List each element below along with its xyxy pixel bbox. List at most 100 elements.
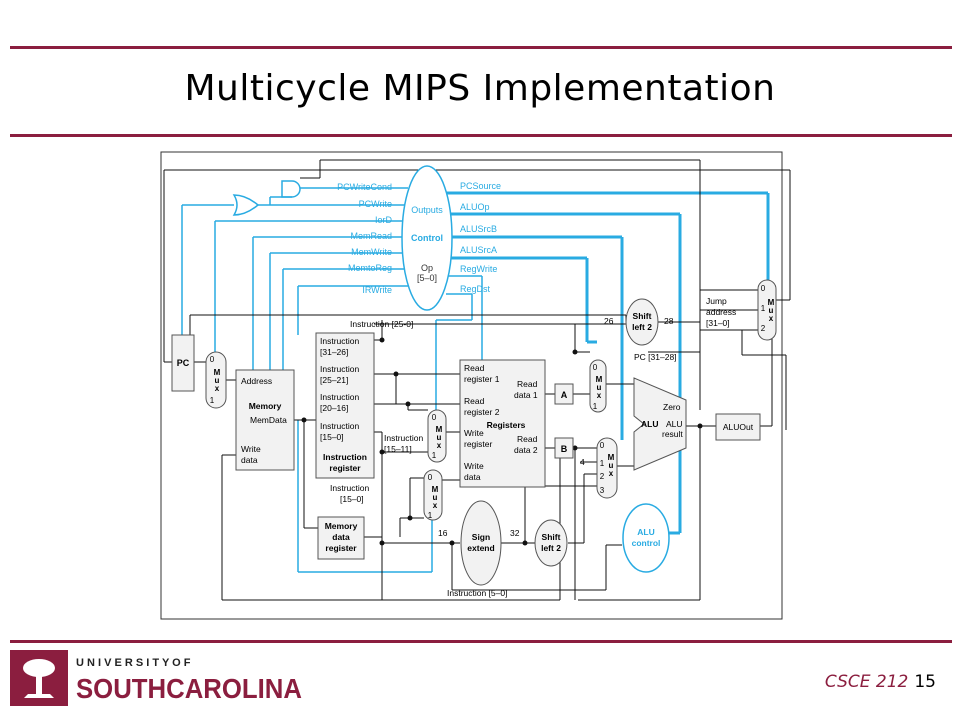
diagram-label: 16 [438,528,448,538]
diagram-label: ALUOut [723,422,754,432]
instruction-register [315,332,375,479]
control-labels-right: PCSource ALUOp ALUSrcB ALUSrcA RegWrite … [460,181,501,294]
diagram-label: u [433,493,438,502]
pc-register [171,334,195,392]
control-signal-lines [181,180,770,573]
control-op-label: Op [421,263,433,273]
b-register [554,437,574,459]
mux-regdst [427,409,447,463]
diagram-label: 0 [600,441,605,450]
course-code: CSCE 212 [824,672,909,692]
diagram-label: 2 [600,472,605,481]
diagram-label: Read [464,363,485,373]
diagram-label: Registers [487,420,526,430]
diagram-label: 0 [432,413,437,422]
diagram-label: MemWrite [351,247,392,257]
diagram-label: RegWrite [460,264,497,274]
diagram-label: x [433,501,438,510]
diagram-label: [25–21] [320,375,348,385]
diagram-label: data [464,472,481,482]
diagram-label: u [769,306,774,315]
diagram-label: Instruction [320,421,359,431]
diagram-label: x [597,391,602,400]
diagram-label: ALU [641,419,658,429]
diagram-label: Instruction [5–0] [447,588,507,598]
top-rule [10,46,952,49]
diagram-label: register [464,439,493,449]
diagram-label: register 1 [464,374,500,384]
diagram-label: [15–11] [384,444,412,454]
diagram-label: Instruction [320,336,359,346]
university-logo: U N I V E R S I T Y O F SOUTHCAROLINA [10,650,310,710]
slide-title: Multicycle MIPS Implementation [184,68,776,109]
pc-label: PC [177,358,190,368]
diagram-label: u [597,383,602,392]
diagram-label: x [215,384,220,393]
diagram-label: Write [464,461,484,471]
instr-25-0-label: Instruction [25-0] [350,319,413,329]
diagram-label: u [437,433,442,442]
logo-name: SOUTHCAROLINA [76,673,302,704]
diagram-label: left 2 [632,322,652,332]
diagram-label: u [609,461,614,470]
diagram-label: 1 [432,451,437,460]
shift-left-2-bottom [534,519,568,567]
diagram-label: PCSource [460,181,501,191]
diagram-label: Read [464,396,485,406]
diagram-label: [15–0] [320,432,344,442]
diagram-label: 3 [600,486,605,495]
diagram-label: MemtoReg [348,263,392,273]
diagram-label: Memory [325,521,358,531]
datapath-wires [163,159,791,601]
diagram-label: 1 [600,459,605,468]
control-op-bits: [5–0] [417,273,437,283]
sign-extend [460,500,502,586]
diagram-label: 0 [593,363,598,372]
diagram-label: Instruction [320,364,359,374]
diagram-label: MemData [250,415,287,425]
diagram-label: 0 [210,355,215,364]
diagram-label: PCWrite [359,199,392,209]
diagram-label: M [596,375,603,384]
diagram-label: A [561,390,568,400]
diagram-label: address [706,307,736,317]
diagram-label: PCWriteCond [337,182,392,192]
mux-iord [205,351,227,409]
diagram-label: IRWrite [362,285,392,295]
control-unit [401,165,453,311]
diagram-label: 0 [428,473,433,482]
const-four: 4 [580,457,585,467]
diagram-label: 26 [604,316,614,326]
diagram-label: 32 [510,528,520,538]
pc-31-28-label: PC [31–28] [634,352,677,362]
diagram-label: extend [467,543,494,553]
diagram-label: Instruction [384,433,423,443]
alu [633,377,687,471]
logo-top-line: U N I V E R S I T Y O F [76,657,191,669]
diagram-label: 1 [210,396,215,405]
diagram-label: [20–16] [320,403,348,413]
diagram-label: Instruction [320,392,359,402]
diagram-label: Write [464,428,484,438]
diagram-label: Instruction [323,452,367,462]
diagram-label: 28 [664,316,674,326]
diagram-label: Address [241,376,272,386]
aluout-register [715,413,761,441]
diagram-label: Zero [663,402,681,412]
diagram-label: M [432,485,439,494]
control-name-label: Control [411,233,443,243]
diagram-label: Shift [633,311,652,321]
mux-memtoreg [423,469,443,521]
diagram-label: x [609,469,614,478]
diagram-label: Read [517,379,538,389]
diagram-label: Sign [472,532,490,542]
diagram-label: x [769,314,774,323]
page-number: 15 [914,672,936,692]
diagram-label: ALU [637,527,654,537]
diagram-label: [31–0] [706,318,730,328]
diagram-label: Memory [249,401,282,411]
diagram-label: ALUOp [460,202,490,212]
shift-left-2-top [625,298,659,346]
